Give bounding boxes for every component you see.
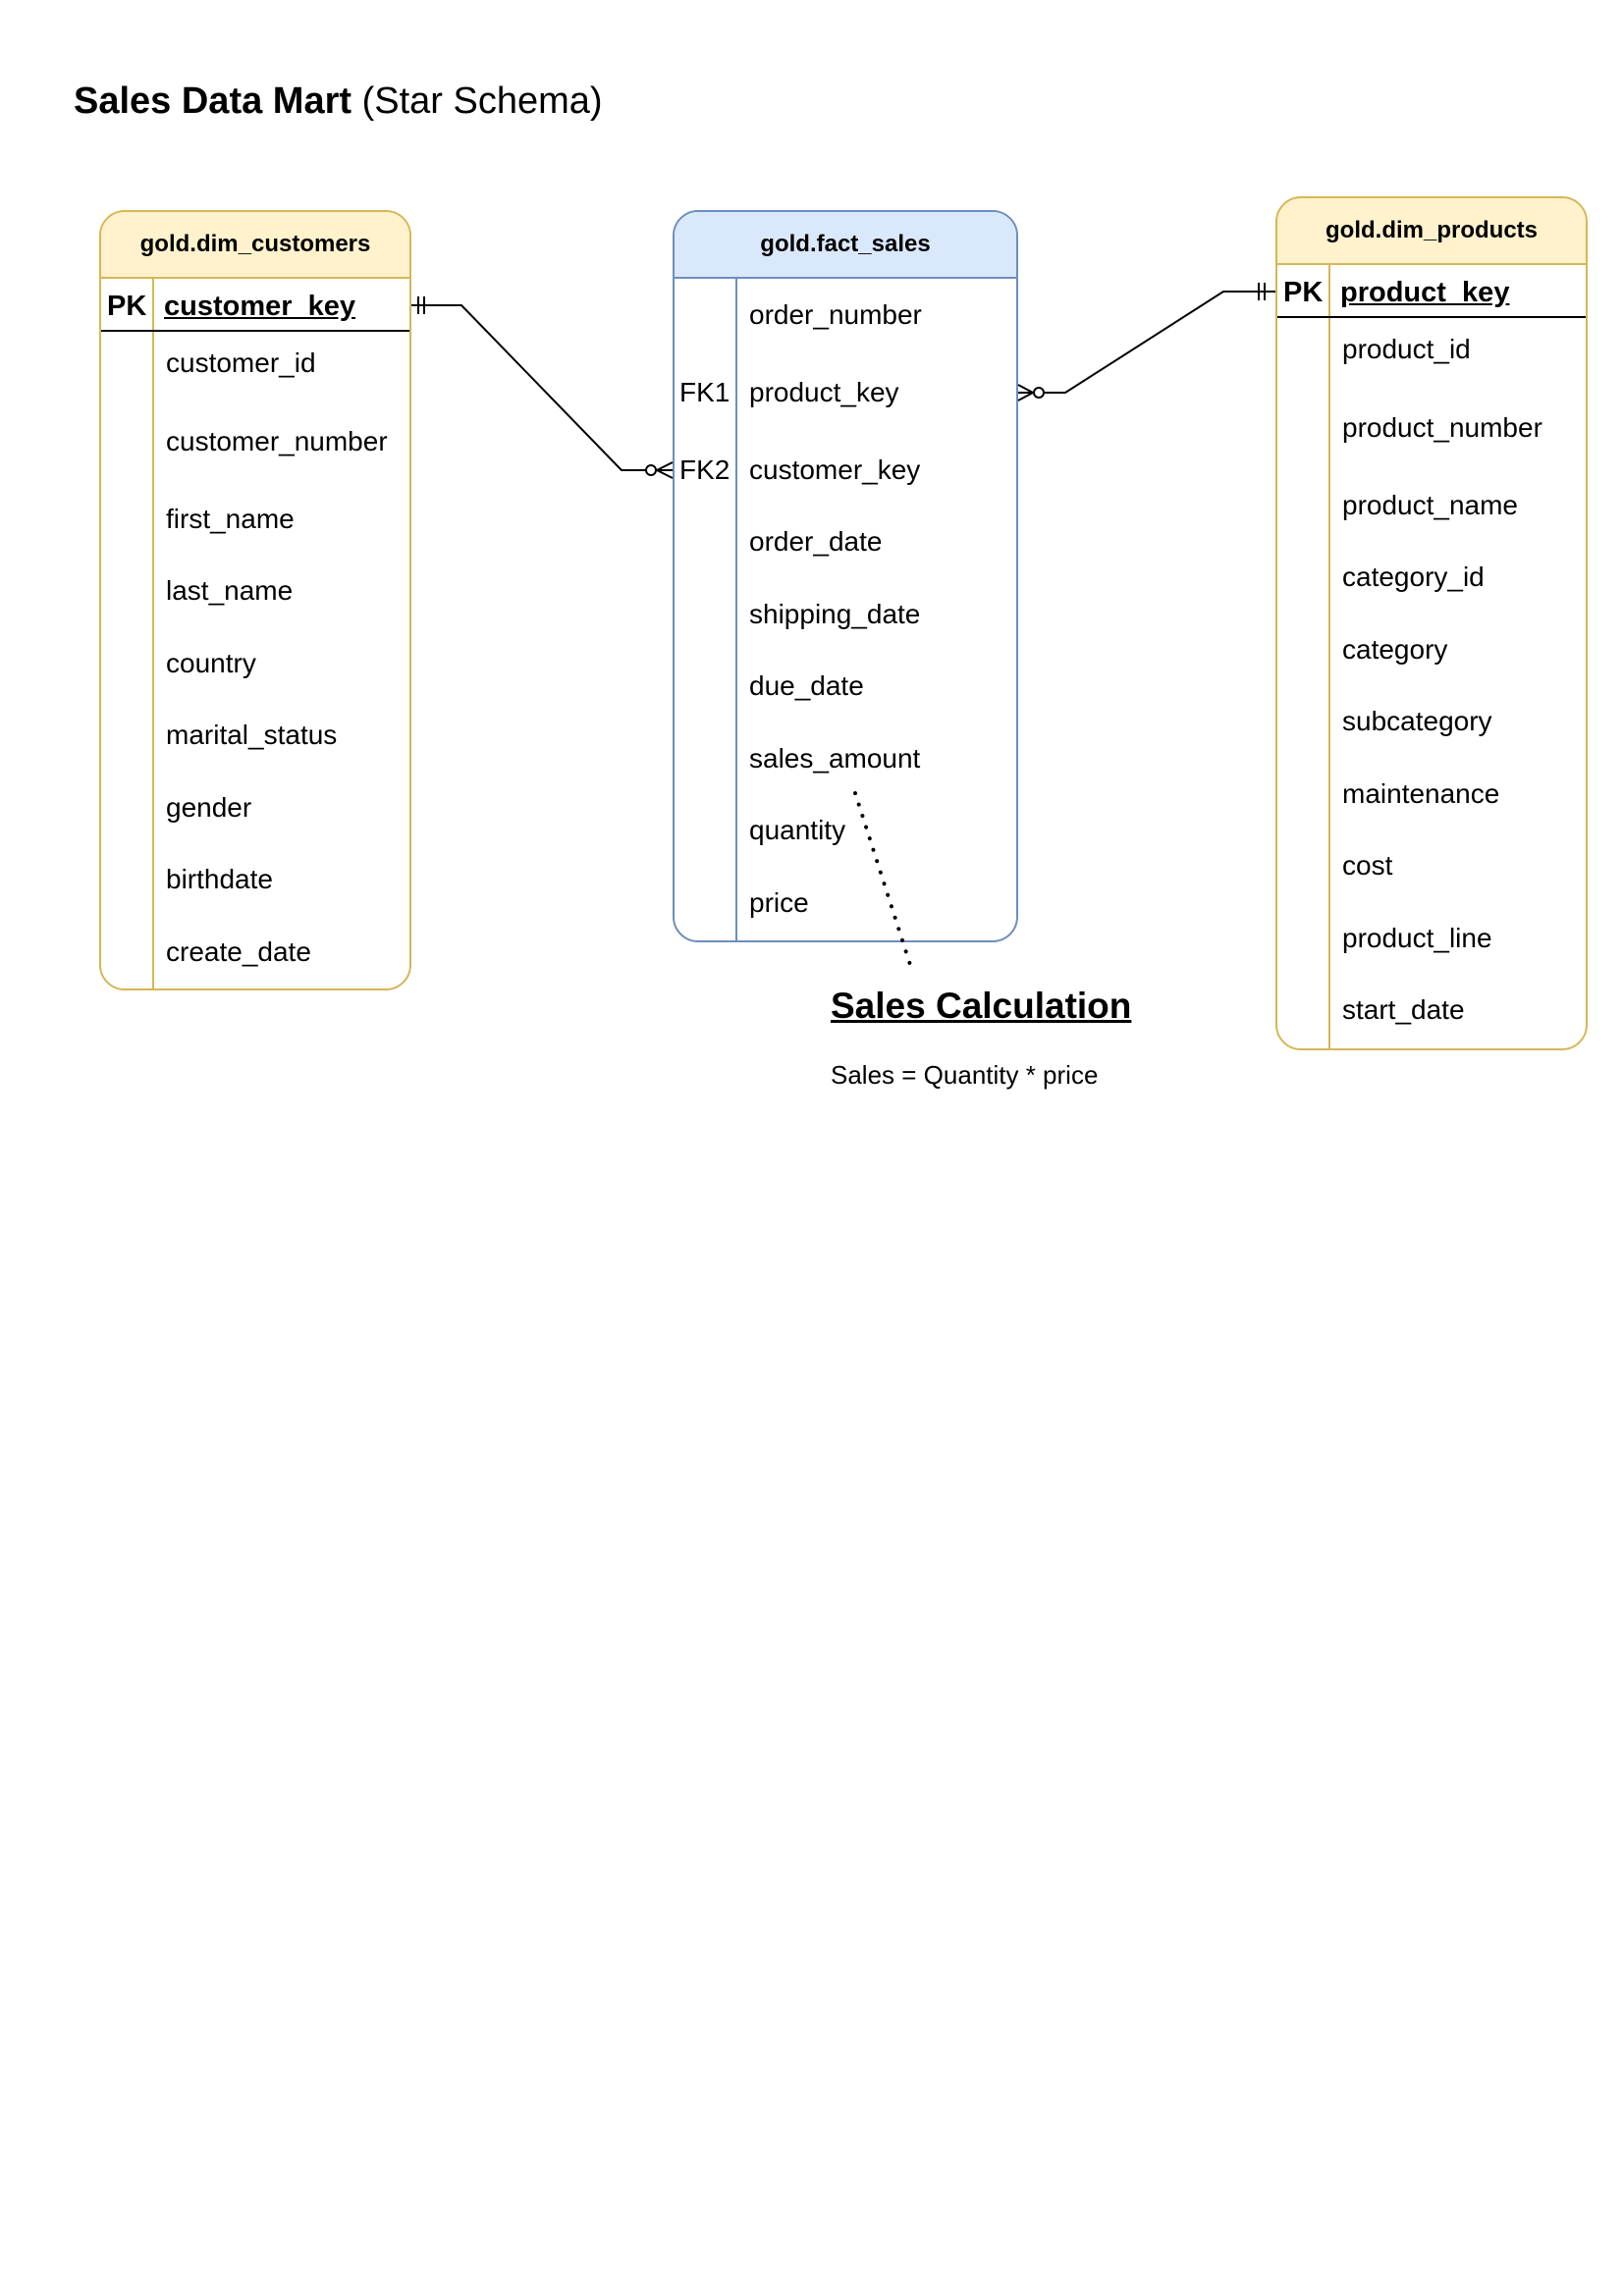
field-row[interactable]: marital_status — [166, 720, 338, 750]
field-row[interactable]: category_id — [1342, 561, 1485, 592]
connector-line — [1018, 291, 1275, 394]
column-divider — [1328, 265, 1330, 316]
field-row[interactable]: customer_key — [749, 454, 921, 485]
zero-mark — [645, 464, 657, 476]
relationship-customer-key[interactable] — [411, 296, 674, 479]
field-row[interactable]: shipping_date — [749, 599, 921, 629]
field-row[interactable]: category — [1342, 634, 1448, 665]
pk-label: PK — [107, 291, 147, 322]
title-bold: Sales Data Mart — [74, 80, 352, 122]
note-title: Sales Calculation — [831, 986, 1132, 1026]
field-row[interactable]: sales_amount — [749, 743, 921, 774]
field-row[interactable]: due_date — [749, 670, 864, 701]
title-subtitle: (Star Schema) — [361, 80, 603, 122]
crow-foot — [1017, 392, 1034, 401]
field-row[interactable]: product_line — [1342, 923, 1492, 953]
page-title: Sales Data Mart (Star Schema) — [74, 80, 603, 123]
field-row[interactable]: cost — [1342, 850, 1393, 881]
field-row[interactable]: quantity — [749, 815, 846, 845]
field-row[interactable]: last_name — [166, 575, 294, 606]
field-row[interactable]: product_number — [1342, 412, 1542, 443]
connector-line — [411, 304, 673, 471]
pk-field: product_key — [1340, 277, 1510, 308]
column-divider — [152, 332, 154, 988]
table-header: gold.dim_customers — [101, 212, 409, 279]
field-list: customer_id customer_number first_name l… — [101, 332, 409, 988]
zero-mark — [1033, 387, 1045, 399]
field-row[interactable]: subcategory — [1342, 706, 1492, 736]
crow-foot — [656, 469, 674, 479]
pk-field: customer_key — [164, 291, 356, 322]
table-fact-sales[interactable]: gold.fact_sales FK1 FK2 order_number pro… — [673, 210, 1018, 942]
crow-foot — [656, 461, 674, 471]
table-dim-customers[interactable]: gold.dim_customers PK customer_key custo… — [99, 210, 411, 990]
pk-row[interactable]: PK product_key — [1277, 265, 1586, 318]
pk-label: PK — [1283, 277, 1324, 308]
note-link — [853, 791, 913, 970]
field-list: product_id product_number product_name c… — [1277, 318, 1586, 1048]
crow-foot — [1017, 384, 1034, 394]
field-row[interactable]: maintenance — [1342, 778, 1500, 809]
table-dim-products[interactable]: gold.dim_products PK product_key product… — [1275, 196, 1588, 1050]
field-row[interactable]: order_date — [749, 526, 883, 557]
field-row[interactable]: product_name — [1342, 490, 1519, 520]
field-row[interactable]: country — [166, 648, 256, 678]
fk-label: FK1 — [679, 377, 730, 407]
field-row[interactable]: gender — [166, 792, 252, 823]
field-row[interactable]: customer_number — [166, 426, 388, 456]
pk-row[interactable]: PK customer_key — [101, 279, 409, 332]
field-row[interactable]: customer_id — [166, 347, 316, 378]
field-row[interactable]: first_name — [166, 504, 295, 534]
field-row[interactable]: create_date — [166, 936, 311, 967]
relationship-product-key[interactable] — [1017, 283, 1275, 401]
field-row[interactable]: product_id — [1342, 334, 1471, 364]
column-divider — [152, 279, 154, 330]
table-header: gold.fact_sales — [675, 212, 1016, 279]
field-row[interactable]: order_number — [749, 299, 922, 330]
note-text: Sales = Quantity * price — [831, 1060, 1099, 1090]
field-row[interactable]: start_date — [1342, 994, 1465, 1025]
column-divider — [735, 279, 737, 940]
field-row[interactable]: product_key — [749, 377, 899, 407]
field-row[interactable]: price — [749, 887, 809, 918]
field-list: FK1 FK2 order_number product_key custome… — [675, 279, 1016, 940]
column-divider — [1328, 318, 1330, 1048]
field-row[interactable]: birthdate — [166, 864, 273, 894]
table-header: gold.dim_products — [1277, 198, 1586, 265]
fk-label: FK2 — [679, 454, 730, 485]
